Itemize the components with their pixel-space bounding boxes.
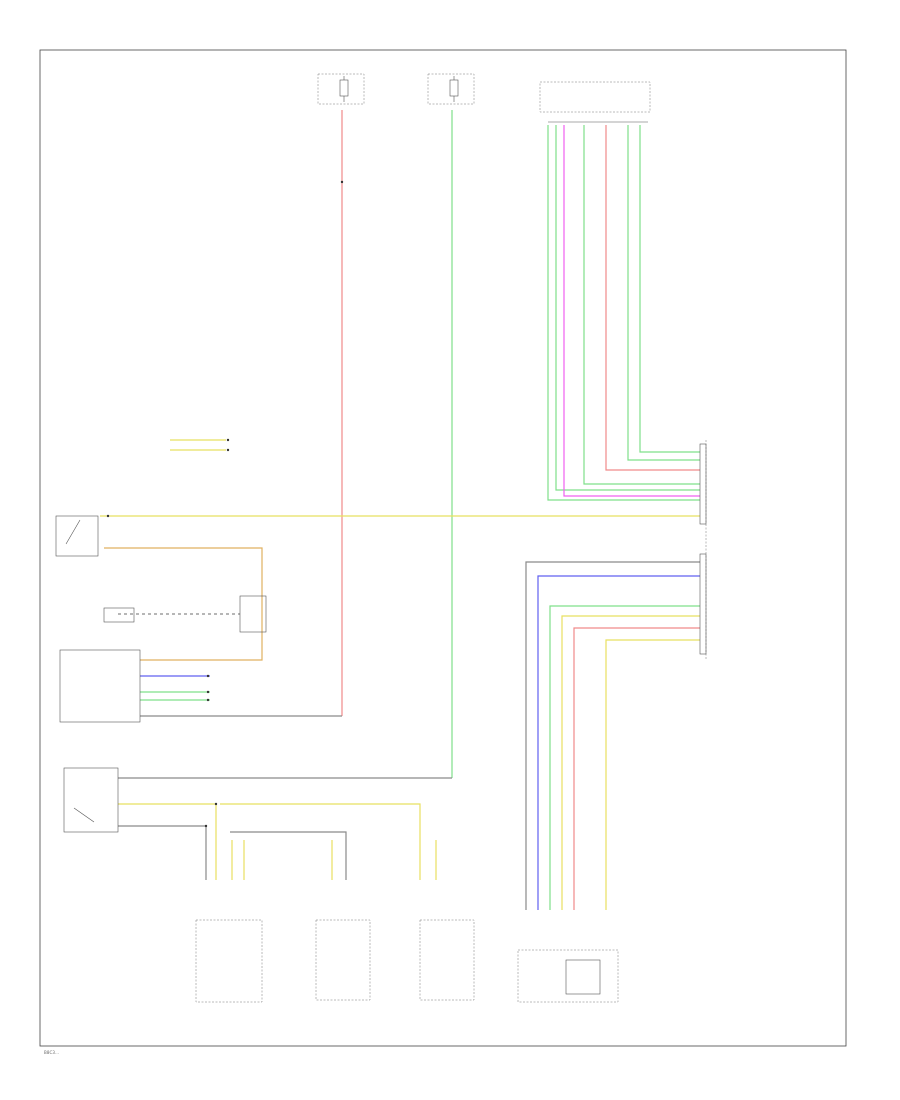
wire-yellow-b <box>561 615 700 910</box>
figure-id: B8C3… <box>44 1050 59 1055</box>
wire-yellow-c <box>605 639 700 910</box>
throttle-module <box>517 949 619 1003</box>
fuse-box-left <box>317 73 365 105</box>
wire-tr-5 <box>605 125 700 471</box>
top-connector-right <box>539 81 651 123</box>
wire-yellow-e <box>220 803 421 880</box>
wire-tr-2 <box>555 125 700 491</box>
wire-blue <box>537 575 700 910</box>
wire-gray-c <box>230 831 347 880</box>
wire-tr-4 <box>583 125 700 485</box>
wire-tr-7 <box>639 125 700 453</box>
wire-green-b <box>549 605 700 910</box>
brake-module <box>239 595 267 633</box>
bottom-block-2 <box>315 919 371 1001</box>
sport-chassis <box>59 649 141 723</box>
wire-tr-1 <box>547 125 700 501</box>
wire-tr-3 <box>563 125 700 497</box>
bottom-block-3 <box>419 919 475 1001</box>
sensor <box>103 607 135 623</box>
wire-gray-a <box>525 561 700 910</box>
fuse-box-right <box>427 73 475 105</box>
connector-pins <box>106 180 344 828</box>
wire-orange <box>104 547 263 661</box>
control-module <box>699 440 707 660</box>
wire-pink-b <box>573 627 700 910</box>
bottom-block-1 <box>195 919 263 1003</box>
bottom-switch <box>63 767 119 833</box>
wire-gray-b <box>118 825 207 880</box>
wire-tr-6 <box>627 125 700 461</box>
cruise-switch <box>55 515 99 557</box>
diagram-frame <box>39 49 847 1047</box>
wire-yellow-d <box>118 803 217 880</box>
